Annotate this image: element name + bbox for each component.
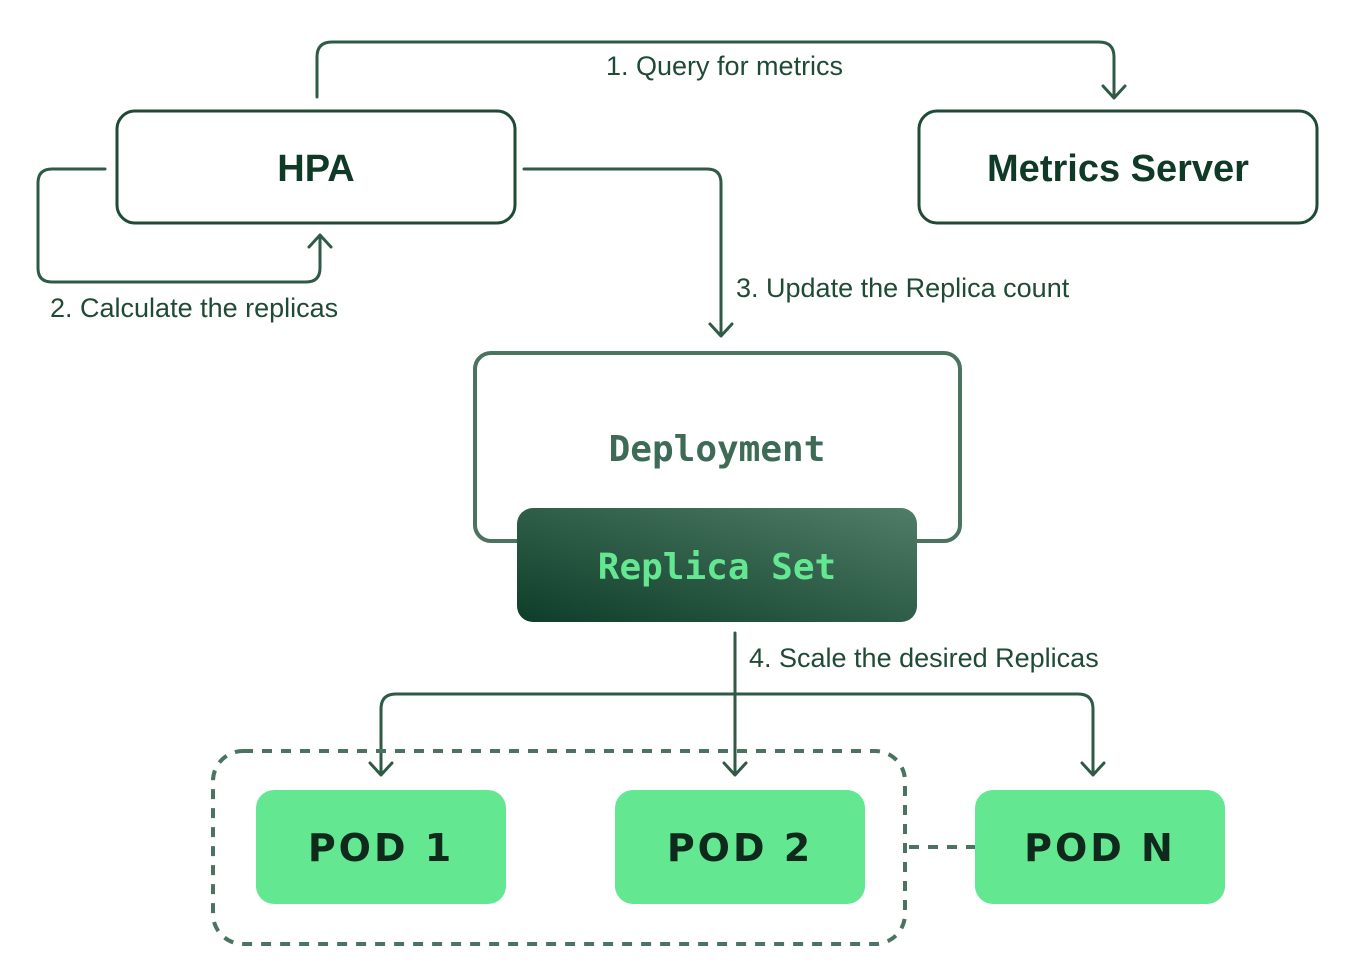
pod-n-label: POD N [1024, 826, 1176, 870]
step-scale-replicas-label: 4. Scale the desired Replicas [749, 643, 1099, 673]
arrowhead-hpa-loop [307, 233, 333, 249]
pod-1-label: POD 1 [308, 826, 454, 870]
connector-scale-branch [379, 692, 1095, 776]
step-query-metrics-label: 1. Query for metrics [606, 51, 843, 81]
metrics-server-label: Metrics Server [987, 148, 1249, 190]
connector-query-metrics [315, 40, 1116, 99]
arrowhead-pod-n [1080, 761, 1106, 777]
pod-group-dashed-border [211, 749, 907, 946]
step-calculate-replicas-label: 2. Calculate the replicas [50, 293, 338, 323]
pod-1-box [256, 790, 506, 904]
pod-2-label: POD 2 [667, 826, 813, 870]
arrowhead-deployment [708, 322, 734, 338]
metrics-server-box [917, 109, 1319, 225]
step-update-count-label: 3. Update the Replica count [736, 273, 1070, 303]
pod-2-box [615, 790, 865, 904]
arrowhead-metrics-server [1101, 84, 1127, 100]
replica-set-label: Replica Set [598, 547, 836, 588]
connector-calculate-replicas [36, 167, 322, 284]
arrowhead-pod-1 [368, 761, 394, 777]
deployment-label: Deployment [609, 429, 826, 470]
connector-update-count [522, 167, 723, 337]
hpa-label: HPA [277, 148, 354, 190]
replica-set-box [517, 508, 917, 622]
arrowhead-pod-2 [722, 761, 748, 777]
pod-n-box [975, 790, 1225, 904]
hpa-box [115, 109, 517, 225]
